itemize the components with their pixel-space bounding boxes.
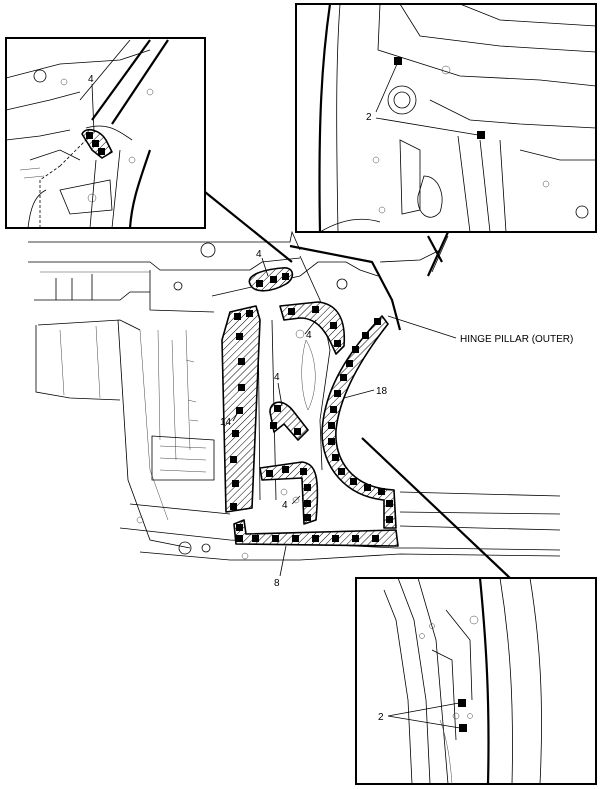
- label-8: 8: [274, 578, 280, 589]
- label-4-upper-mid: 4: [306, 330, 312, 341]
- inset-bottom-right: [355, 577, 597, 785]
- leader-lines: [232, 257, 457, 577]
- weld-band-upper-mid: [279, 301, 346, 355]
- label-hinge-pillar: HINGE PILLAR (OUTER): [460, 334, 573, 345]
- weld-band-lower: [259, 461, 319, 525]
- label-18: 18: [376, 386, 388, 397]
- label-4-top: 4: [256, 249, 262, 260]
- label-14: 14: [220, 417, 232, 428]
- label-2-top-inset: 2: [366, 112, 372, 123]
- label-4-inset: 4: [88, 74, 94, 85]
- main-body-panel: [28, 230, 561, 561]
- labels: HINGE PILLAR (OUTER) 4 4 4 4 4 14 18 8 2…: [88, 74, 573, 723]
- label-4-lower: 4: [282, 500, 288, 511]
- label-2-bottom-inset: 2: [378, 712, 384, 723]
- inset-top-right: [295, 3, 597, 233]
- weld-spots: [230, 273, 393, 542]
- inset-top-left: [5, 37, 206, 229]
- inset-connectors: [204, 191, 511, 579]
- weld-band-8: [233, 519, 399, 547]
- label-4-mid: 4: [274, 372, 280, 383]
